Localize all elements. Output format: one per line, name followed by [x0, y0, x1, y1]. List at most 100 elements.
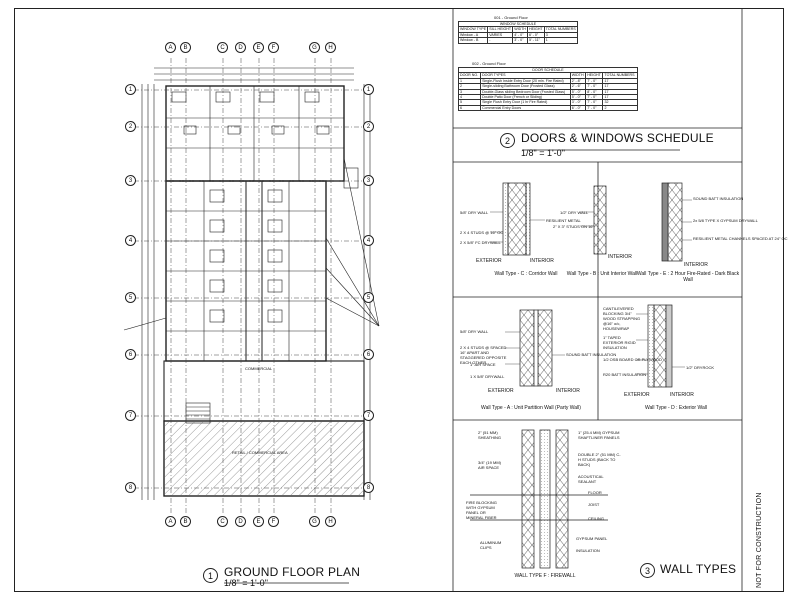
table-cell: 2: [602, 104, 638, 112]
table-cell: 5' - 0": [569, 88, 587, 96]
grid-bubble-d-top: D: [235, 42, 246, 53]
grid-bubble-3-right: 3: [363, 175, 374, 186]
grid-bubble-c-top: C: [217, 42, 228, 53]
wall-b-interior: INTERIOR: [608, 254, 632, 260]
room-label-commercial: COMMERCIAL: [245, 366, 273, 371]
grid-bubble-1-left: 1: [125, 84, 136, 95]
wall-a-note-3: 1" AIR SPACE: [470, 362, 496, 367]
wall-f-note-8: CEILING: [588, 516, 605, 521]
grid-bubble-6-left: 6: [125, 349, 136, 360]
grid-bubble-b-top: B: [180, 42, 191, 53]
drawing-scale-1: 1/8" = 1'-0": [224, 578, 268, 588]
wall-f-note-3: 3/4" (19 MM) AIR SPACE: [478, 460, 501, 470]
table-cell: 7' - 0": [585, 77, 604, 85]
wall-f-note-7: JOIST: [588, 502, 600, 507]
floor-plan-drawing: [123, 58, 380, 584]
column-header: HEIGHT: [585, 72, 604, 79]
not-for-construction-stamp: NOT FOR CONSTRUCTION: [756, 492, 763, 588]
column-header: SILL HEIGHT: [487, 26, 514, 33]
drawing-number-1: 1: [203, 568, 218, 583]
wall-c-exterior: EXTERIOR: [476, 258, 502, 264]
table-cell: 7' - 0": [585, 104, 604, 112]
column-header: WINDOW TYPE: [457, 26, 489, 33]
wall-e-note-2: 2x 5/8 TYPE X GYPSUM DRYWALL: [693, 218, 758, 223]
grid-bubble-h-bottom: H: [325, 516, 336, 527]
wall-e-note-1: SOUND BATT INSULATION: [693, 196, 744, 201]
wall-c-note-2: 2 X 4 STUDS @ 16" OC: [460, 230, 504, 235]
grid-bubble-f-bottom: F: [268, 516, 279, 527]
table-cell: 7' - 0": [585, 93, 604, 101]
wall-f-note-10: GYPSUM PANEL: [576, 536, 608, 541]
wall-d-note-4: R20 BATT INSULATION: [603, 372, 647, 377]
column-header: DOOR NO.: [457, 72, 482, 79]
grid-bubble-1-right: 1: [363, 84, 374, 95]
door-schedule-ref: 002 - Ground Floor: [472, 61, 506, 66]
wall-d-interior: INTERIOR: [670, 392, 694, 398]
wall-f-note-1: 2" (51 MM) SHEATHING: [478, 430, 502, 440]
wall-e-interior: INTERIOR: [684, 262, 708, 268]
wall-a-note-2: 2 X 4 STUDS @ SPACED 16" APART AND STAGG…: [460, 345, 507, 365]
table-header-row: DOOR NO. DOOR TYPES WIDTH HEIGHT TOTAL N…: [457, 72, 638, 79]
grid-bubble-a-top: A: [165, 42, 176, 53]
grid-bubble-3-left: 3: [125, 175, 136, 186]
wall-c-note-1: 5/8" DRY WALL: [460, 210, 489, 215]
grid-bubble-f-top: F: [268, 42, 279, 53]
grid-bubble-a-bottom: A: [165, 516, 176, 527]
wall-c-interior: INTERIOR: [530, 258, 554, 264]
wall-c-note-3: 2 X 5/8" FC DRYWALL: [460, 240, 501, 245]
door-schedule-title: DOOR SCHEDULE: [458, 66, 638, 74]
window-schedule-ref: 001 - Ground Floor: [494, 15, 528, 20]
wall-f-note-4: DOUBLE 2" (51 MM) C-H STUDS (BACK TO BAC…: [578, 452, 621, 467]
drawing-title-2: DOORS & WINDOWS SCHEDULE: [521, 131, 714, 145]
drawing-number-2: 2: [500, 133, 515, 148]
table-cell: 3' - 0": [569, 99, 587, 106]
drawing-title-3: WALL TYPES: [660, 562, 737, 576]
table-cell: 8' - 0": [585, 88, 604, 96]
wall-f-note-5: ACOUSTICAL SEALANT: [578, 474, 604, 484]
grid-bubble-4-left: 4: [125, 235, 136, 246]
window-schedule-title: WINDOW SCHEDULE: [458, 20, 578, 28]
grid-bubble-h-top: H: [325, 42, 336, 53]
grid-bubble-2-right: 2: [363, 121, 374, 132]
column-header: TOTAL NUMBERS: [543, 26, 579, 33]
table-cell: -: [487, 37, 514, 44]
wall-d-note-2: 1" TAPED EXTERIOR RIGID INSULATION: [603, 335, 636, 350]
table-cell: 6' - 0": [569, 104, 587, 112]
wall-e-caption: Wall Type - E : 2 Hour Fire-Rated - Dark…: [636, 271, 740, 283]
wall-a-note-5: SOUND BATT INSULATION: [566, 352, 617, 357]
grid-bubble-e-bottom: E: [253, 516, 264, 527]
grid-bubble-5-left: 5: [125, 292, 136, 303]
wall-f-note-11: INSULATION: [576, 548, 600, 553]
column-header: TOTAL NUMBERS: [602, 72, 638, 79]
wall-d-exterior: EXTERIOR: [624, 392, 650, 398]
table-cell: 5' - 0": [569, 93, 587, 101]
table-cell: 3' - 0": [512, 37, 529, 44]
grid-bubble-7-right: 7: [363, 410, 374, 421]
wall-f-note-12: ALUMINUM CLIPS: [480, 540, 502, 550]
grid-bubble-2-left: 2: [125, 121, 136, 132]
wall-b-caption: Wall Type - B : Unit Interior Wall: [566, 271, 638, 277]
grid-bubble-8-right: 8: [363, 482, 374, 493]
window-schedule-table: WINDOW SCHEDULE WINDOW TYPE SILL HEIGHT …: [457, 20, 579, 44]
grid-bubble-e-top: E: [253, 42, 264, 53]
wall-a-exterior: EXTERIOR: [488, 388, 514, 394]
wall-f-note-6: FLOOR: [588, 490, 602, 495]
table-cell: 7' - 0": [585, 83, 604, 90]
grid-bubble-g-top: G: [309, 42, 320, 53]
wall-f-note-9: FIRE BLOCKING WITH GYPSUM PANEL OR MINER…: [466, 500, 497, 520]
wall-b-note-1: 1/2" DRY WALL: [560, 210, 589, 215]
wall-d-caption: Wall Type - D : Exterior Wall: [644, 405, 708, 411]
wall-d-note-3: 1/2 OSB BOARD OR PLYWOOD: [603, 357, 662, 362]
table-cell: 1: [543, 37, 579, 44]
table-header-row: WINDOW TYPE SILL HEIGHT WIDTH HEIGHT TOT…: [457, 26, 579, 33]
wall-c-caption: Wall Type - C : Corridor Wall: [494, 271, 558, 277]
drawing-number-3: 3: [640, 563, 655, 578]
drawing-scale-2: 1/8" = 1'-0": [521, 148, 565, 158]
wall-d-note-1: CANTILEVERED BLOCKING 3/4" WOOD STRAPPIN…: [603, 306, 641, 331]
table-cell: Window - A: [457, 31, 489, 39]
